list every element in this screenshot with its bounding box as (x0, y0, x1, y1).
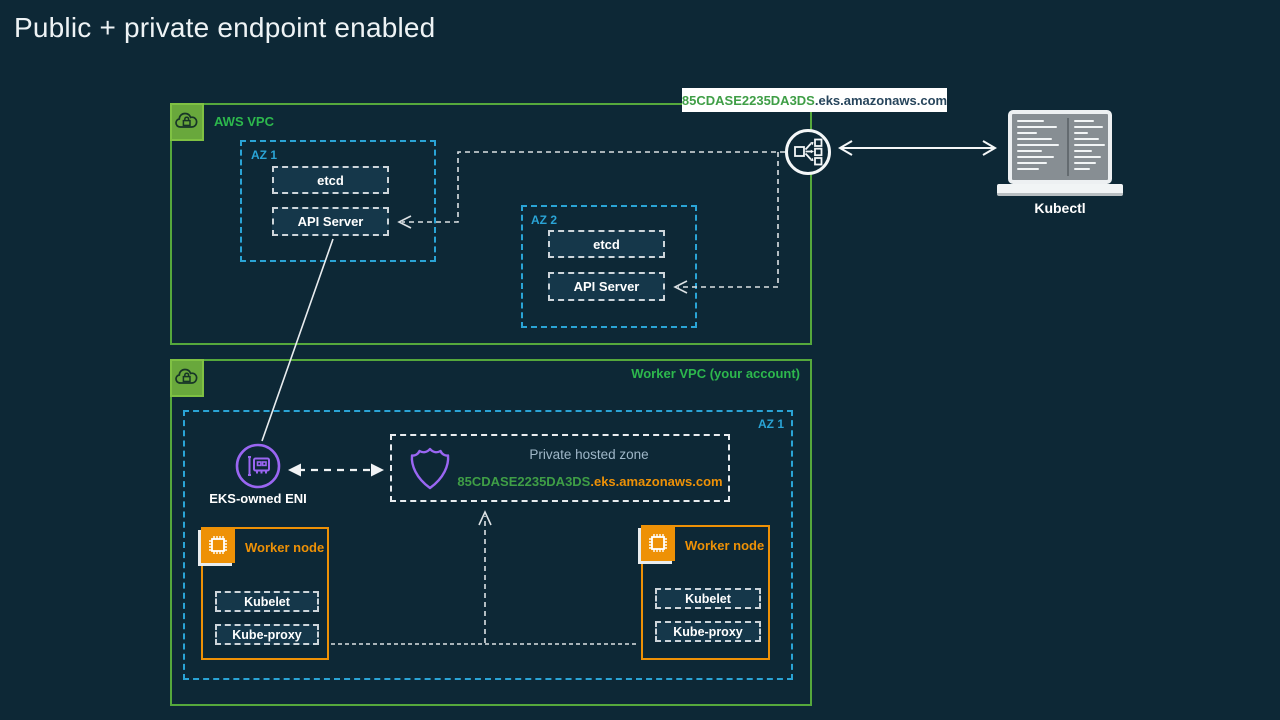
laptop-base (997, 184, 1123, 196)
api-server-az1-box: API Server (272, 207, 389, 236)
banner-cluster-id: 85CDASE2235DA3DS (681, 92, 815, 108)
vpc-cloud-lock-icon (175, 368, 198, 384)
hosted-zone-url: 85CDASE2235DA3DS.eks.amazonaws.com (456, 474, 724, 489)
ec2-instance-icon (201, 527, 235, 563)
kubectl-label: Kubectl (1034, 200, 1086, 216)
worker-vpc-icon (170, 359, 204, 397)
kube-proxy-2-box: Kube-proxy (655, 621, 761, 642)
api-server-az2-box: API Server (548, 272, 665, 301)
eks-eni-label: EKS-owned ENI (209, 491, 307, 506)
banner-domain: .eks.amazonaws.com (814, 92, 948, 108)
worker-az1-box: AZ 1 (183, 410, 793, 680)
ec2-instance-icon (641, 525, 675, 561)
aws-az2-box: AZ 2 (521, 205, 697, 328)
hosted-zone-title: Private hosted zone (529, 447, 649, 462)
vpc-cloud-lock-icon (175, 112, 198, 128)
endpoint-url-banner: 85CDASE2235DA3DS.eks.amazonaws.com (682, 88, 947, 112)
hosted-zone-cluster-id: 85CDASE2235DA3DS (457, 474, 591, 489)
laptop-code-right (1066, 118, 1110, 176)
worker-az1-label: AZ 1 (757, 417, 784, 431)
etcd-az2-box: etcd (548, 230, 665, 258)
kubelet-2-box: Kubelet (655, 588, 761, 609)
aws-az1-label: AZ 1 (251, 148, 278, 162)
eks-eni-icon (235, 443, 281, 489)
cluster-endpoint-icon (785, 129, 831, 175)
aws-vpc-box (170, 103, 812, 345)
aws-az2-label: AZ 2 (531, 213, 558, 227)
worker-node-1-label: Worker node (245, 540, 325, 555)
arrowhead (838, 140, 853, 156)
hosted-zone-domain: .eks.amazonaws.com (590, 474, 723, 489)
hosted-zone-shield-icon (408, 445, 452, 493)
private-hosted-zone-box: Private hosted zone 85CDASE2235DA3DS.eks… (390, 434, 730, 502)
worker-node-2-box: Worker node Kubelet Kube-proxy (641, 525, 770, 660)
page-title: Public + private endpoint enabled (14, 12, 436, 43)
laptop-code-left (1017, 118, 1067, 176)
kubectl-laptop-icon (1008, 110, 1112, 184)
aws-vpc-label: AWS VPC (214, 114, 274, 129)
arrowhead (982, 140, 997, 156)
aws-vpc-icon (170, 103, 204, 141)
etcd-az1-box: etcd (272, 166, 389, 194)
aws-az1-box: AZ 1 (240, 140, 436, 262)
worker-vpc-box (170, 359, 812, 706)
worker-vpc-label: Worker VPC (your account) (631, 366, 800, 381)
worker-node-1-box: Worker node Kubelet Kube-proxy (201, 527, 329, 660)
worker-node-2-label: Worker node (685, 538, 765, 553)
kube-proxy-1-box: Kube-proxy (215, 624, 319, 645)
kubelet-1-box: Kubelet (215, 591, 319, 612)
